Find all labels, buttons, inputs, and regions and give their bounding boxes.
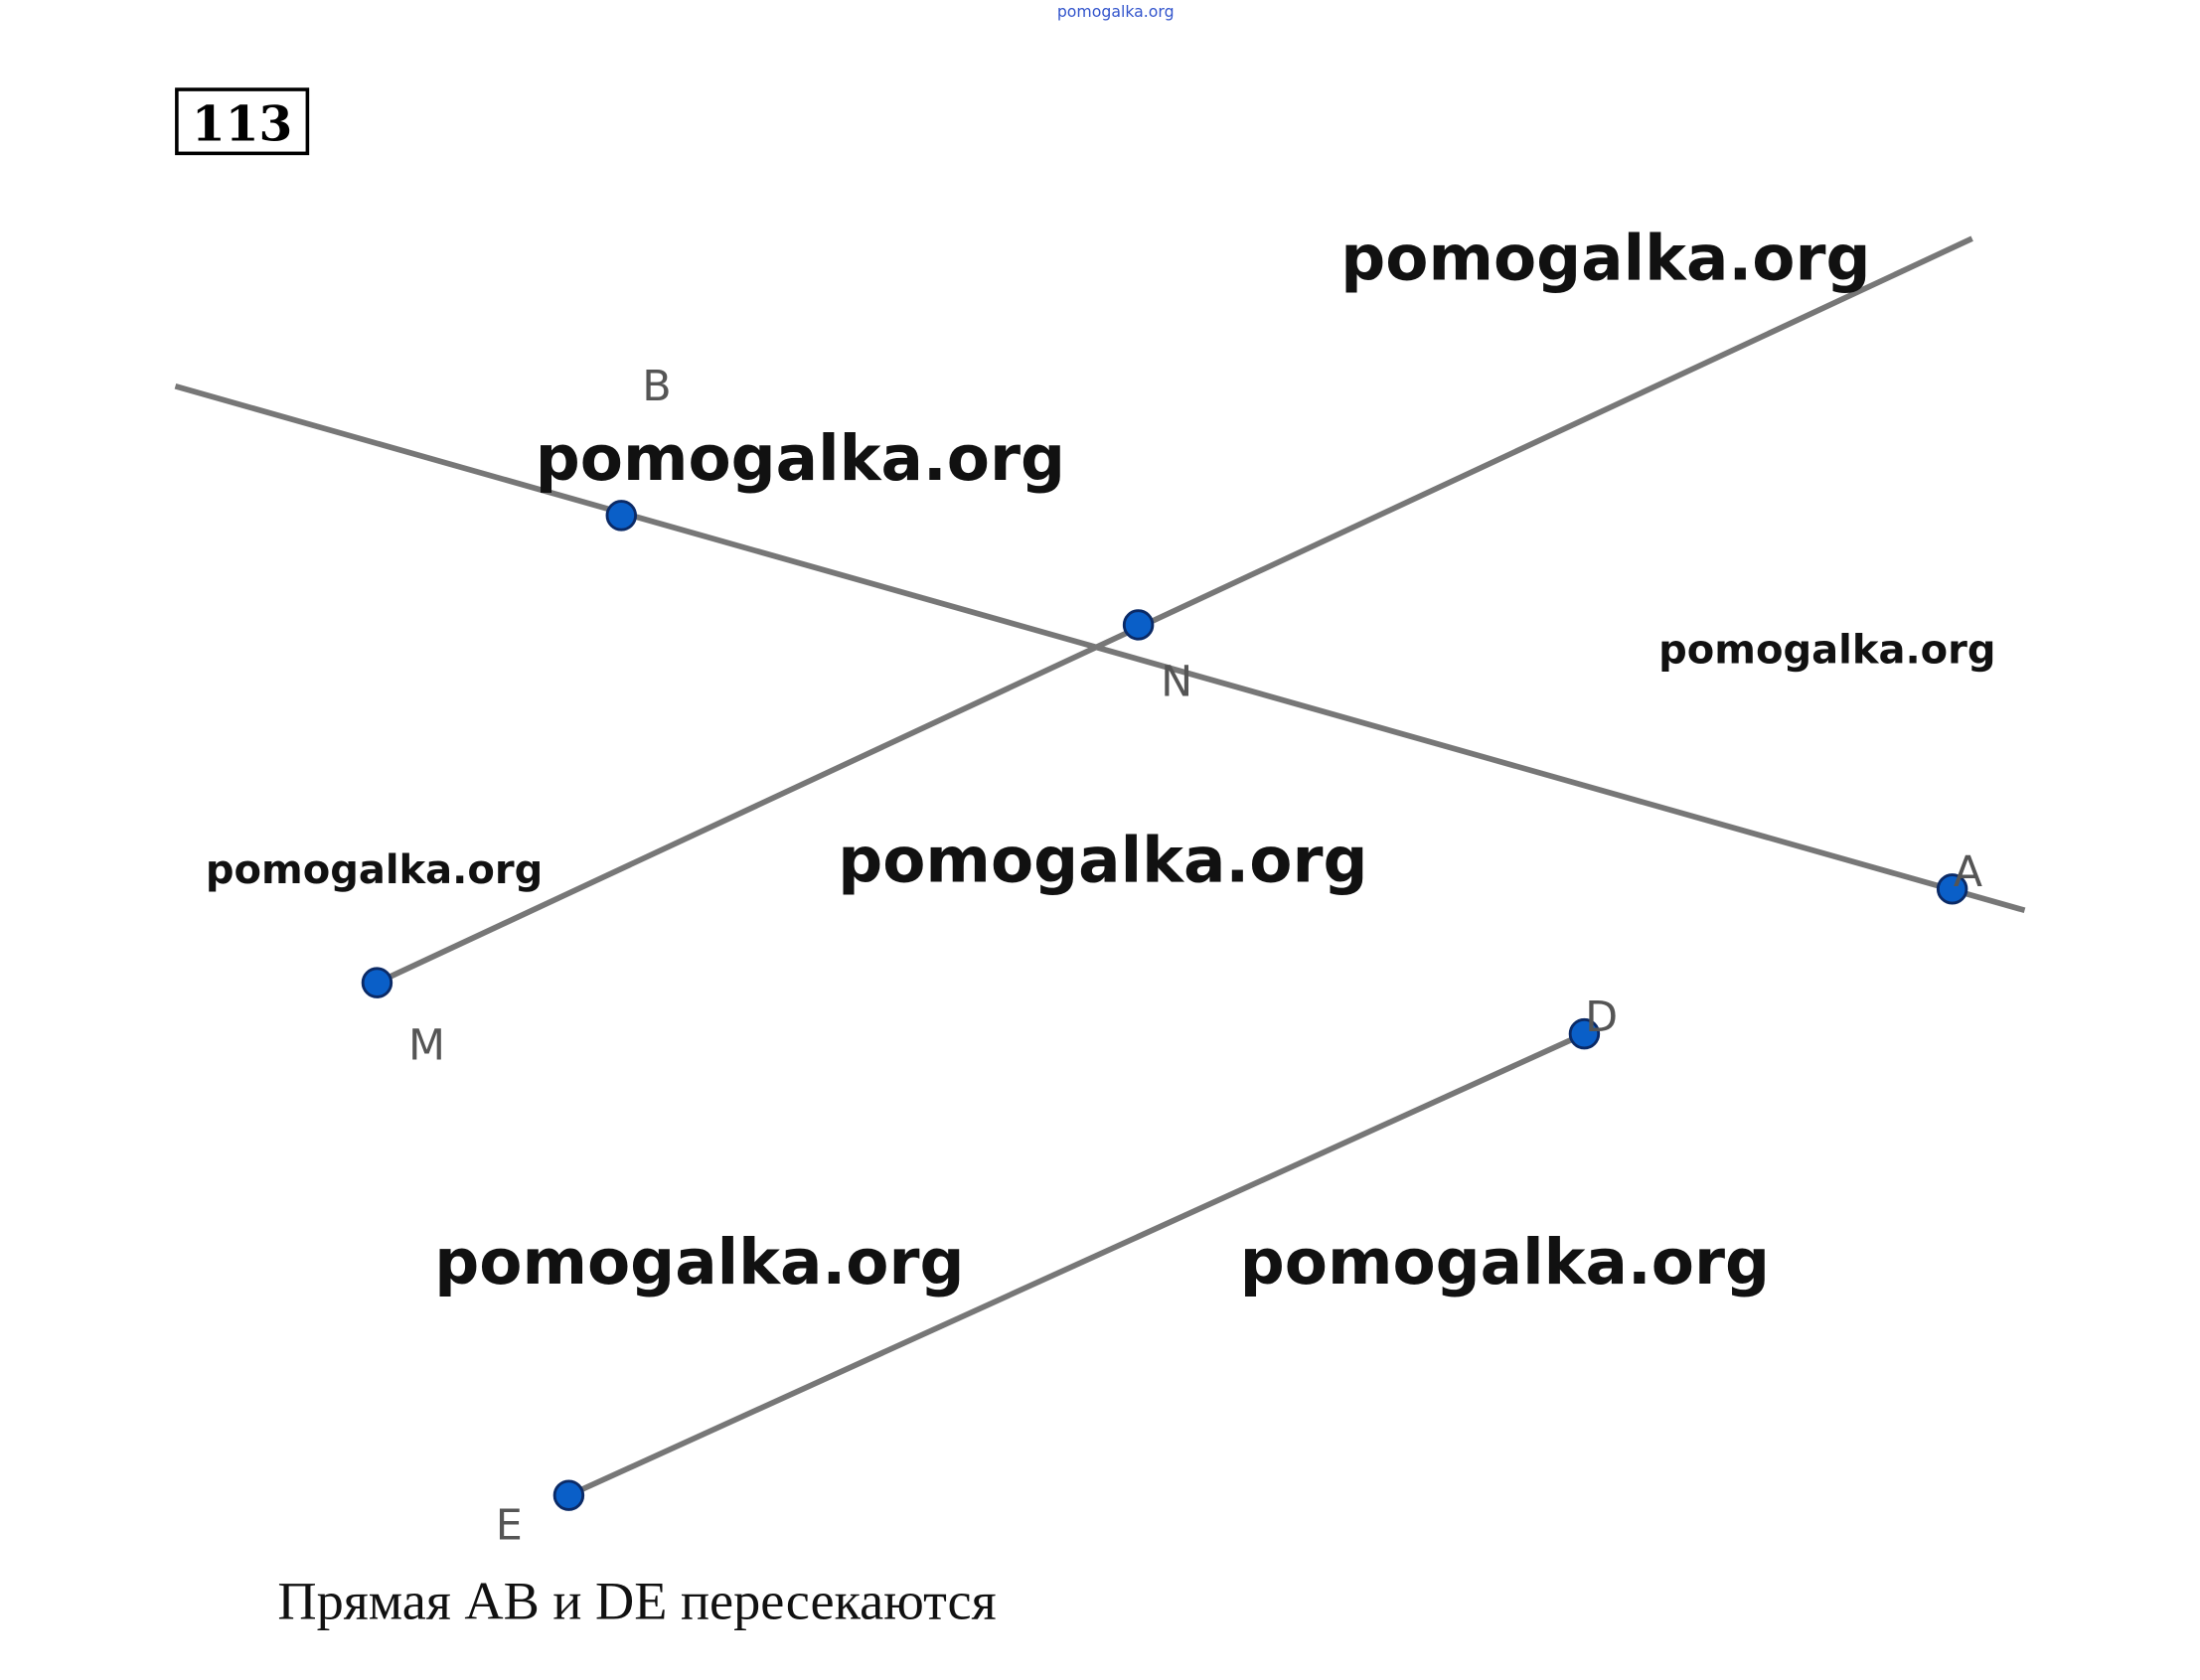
- watermark: pomogalka.org: [206, 847, 543, 893]
- problem-number: 113: [192, 96, 292, 153]
- point-d: [1568, 1017, 1601, 1050]
- label-n: N: [1161, 657, 1192, 706]
- top-watermark: pomogalka.org: [1057, 2, 1175, 21]
- watermark: pomogalka.org: [1658, 628, 1995, 674]
- label-d: D: [1585, 993, 1618, 1042]
- label-b: B: [642, 362, 671, 411]
- segment-de: [567, 1031, 1586, 1498]
- watermark: pomogalka.org: [838, 825, 1367, 897]
- point-n: [1122, 609, 1155, 641]
- point-m: [361, 967, 393, 998]
- watermark: pomogalka.org: [1340, 223, 1870, 295]
- label-a: A: [1954, 847, 1982, 897]
- watermark: pomogalka.org: [536, 422, 1065, 495]
- label-m: M: [408, 1020, 445, 1070]
- line-mn: [376, 235, 1973, 986]
- point-a: [1936, 873, 1968, 905]
- problem-number-box: [175, 87, 310, 156]
- label-e: E: [496, 1500, 523, 1550]
- point-b: [605, 500, 638, 532]
- point-e: [552, 1479, 585, 1511]
- watermark: pomogalka.org: [434, 1226, 964, 1298]
- watermark: pomogalka.org: [1240, 1226, 1770, 1298]
- caption: Прямая AB и DE пересекаются: [277, 1572, 996, 1631]
